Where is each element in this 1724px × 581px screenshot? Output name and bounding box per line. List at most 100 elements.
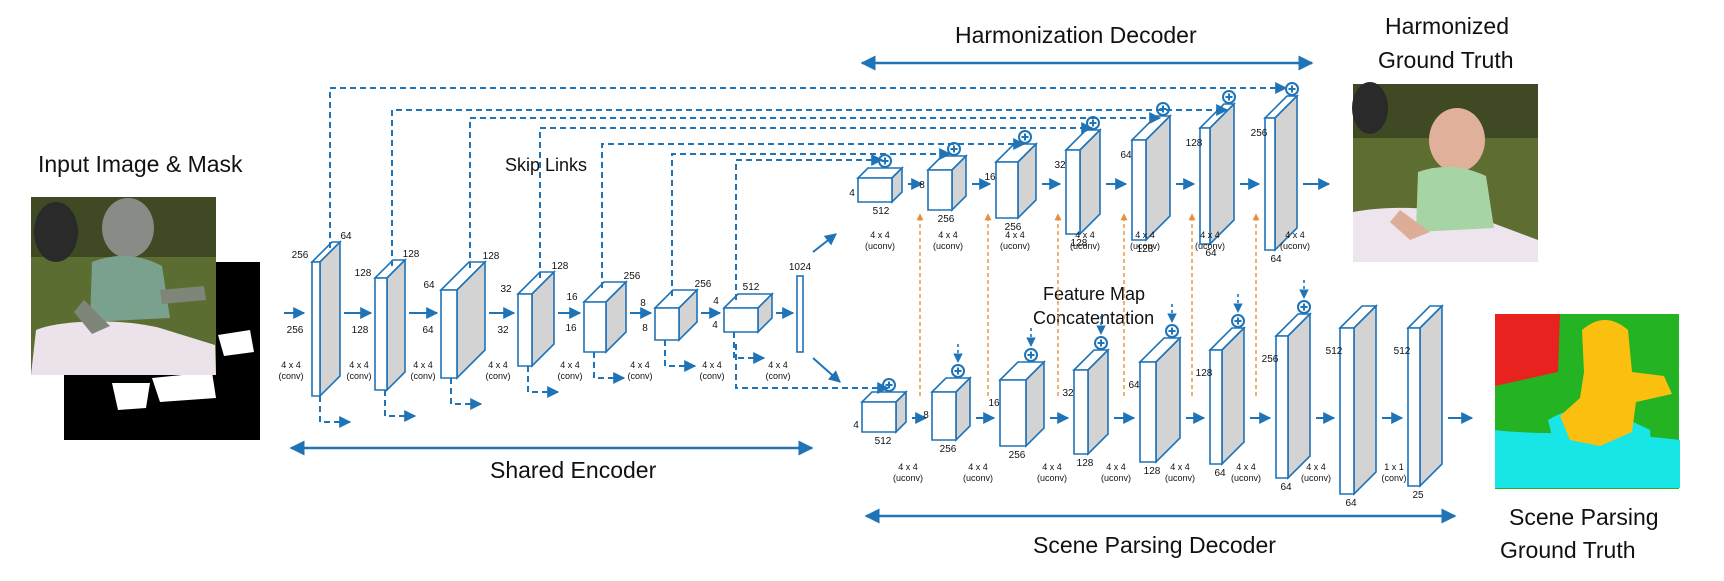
bottleneck-channel-label: 1024 xyxy=(789,262,812,273)
parsing-block-9-face xyxy=(1419,304,1443,488)
harmonization-op-sub-3: (uconv) xyxy=(1000,241,1030,251)
parsing-op-label-4: 4 x 4 xyxy=(1106,462,1126,472)
harmonization-block-4 xyxy=(1064,128,1102,236)
parsing-block-7-face xyxy=(1275,335,1289,479)
parsing-op-sub-6: (uconv) xyxy=(1231,473,1261,483)
encoder-size-label-2: 128 xyxy=(355,268,372,279)
encoder-bottom-size-3: 64 xyxy=(422,325,434,336)
harmonized-title-line2: Ground Truth xyxy=(1378,47,1514,73)
encoder-bottom-size-5: 16 xyxy=(565,323,577,334)
harmonization-block-6-face xyxy=(1209,102,1235,246)
encoder-block-5 xyxy=(582,280,628,354)
skip-link-1 xyxy=(329,82,1288,248)
encoder-block-4 xyxy=(516,270,556,368)
encoder-block-2-face xyxy=(374,277,388,391)
harmonization-channel-label-4: 128 xyxy=(1071,238,1088,249)
encoder-op-label-3: 4 x 4 xyxy=(413,360,433,370)
parsing-block-7-face xyxy=(1287,312,1311,480)
branch-arrow-up xyxy=(812,233,837,253)
parsing-size-label-8: 512 xyxy=(1326,346,1343,357)
encoder-block-6 xyxy=(653,288,699,342)
feature-map-label-line2: Concatentation xyxy=(1033,308,1154,328)
encoder-size-label-4: 32 xyxy=(500,284,512,295)
harmonization-block-7 xyxy=(1263,94,1299,252)
encoder-size-label-1: 256 xyxy=(292,250,309,261)
encoder-channel-label-1: 64 xyxy=(340,231,352,242)
encoder-block-2 xyxy=(373,258,407,392)
scene-parsing-ground-truth-image xyxy=(1495,314,1680,489)
encoder-op-label-5: 4 x 4 xyxy=(560,360,580,370)
skip-link-3 xyxy=(469,112,1162,268)
encoder-block-3-face xyxy=(440,289,458,379)
harmonization-block-7-face xyxy=(1264,117,1276,251)
parsing-op-sub-5: (uconv) xyxy=(1165,473,1195,483)
parsing-size-label-1: 4 xyxy=(853,420,859,431)
harmonization-channel-label-5: 128 xyxy=(1137,244,1154,255)
harmonization-channel-label-2: 256 xyxy=(938,214,955,225)
harmonization-channel-label-3: 256 xyxy=(1005,222,1022,233)
parsing-channel-label-5: 128 xyxy=(1144,466,1161,477)
encoder-skip-stub-7 xyxy=(733,332,766,364)
encoder-op-sub-2: (conv) xyxy=(346,371,371,381)
encoder-block-4-face xyxy=(517,293,533,367)
parsing-size-label-9: 512 xyxy=(1394,346,1411,357)
parsing-size-label-2: 8 xyxy=(923,410,929,421)
parsing-size-label-7: 256 xyxy=(1262,354,1279,365)
parsing-block-8-face xyxy=(1339,327,1355,495)
harmonization-op-label-2: 4 x 4 xyxy=(938,230,958,240)
harmonization-op-label-4: 4 x 4 xyxy=(1075,230,1095,240)
parsing-size-label-5: 64 xyxy=(1128,380,1140,391)
harmonization-block-6-face xyxy=(1199,127,1211,245)
parsing-op-label-6: 4 x 4 xyxy=(1236,462,1256,472)
parsing-block-7 xyxy=(1274,312,1312,480)
feature-map-label-line1: Feature Map xyxy=(1043,284,1145,304)
encoder-block-3 xyxy=(439,260,487,380)
harmonization-block-5-face xyxy=(1131,139,1147,241)
scene-parsing-title-line1: Scene Parsing xyxy=(1509,504,1659,530)
parsing-op-label-2: 4 x 4 xyxy=(968,462,988,472)
harmonization-op-label-5: 4 x 4 xyxy=(1135,230,1155,240)
parsing-channel-label-3: 256 xyxy=(1009,450,1026,461)
shared-encoder-title: Shared Encoder xyxy=(490,457,657,483)
encoder-block-1-face xyxy=(319,240,341,398)
parsing-channel-label-9: 25 xyxy=(1412,490,1424,501)
harmonization-op-label-7: 4 x 4 xyxy=(1285,230,1305,240)
parsing-block-4-face xyxy=(1073,369,1089,455)
parsing-block-6-face xyxy=(1209,349,1223,465)
branch-arrow-down xyxy=(812,357,841,383)
skip-links-label: Skip Links xyxy=(505,155,587,175)
harmonization-size-label-3: 16 xyxy=(984,172,996,183)
parsing-op-label-8: 1 x 1 xyxy=(1384,462,1404,472)
parsing-size-label-6: 128 xyxy=(1196,368,1213,379)
input-title: Input Image & Mask xyxy=(38,151,243,177)
input-size-label: 256 xyxy=(287,325,304,336)
parsing-block-1-face xyxy=(861,401,897,433)
encoder-skip-stub-2 xyxy=(384,390,417,422)
encoder-skip-stub-4 xyxy=(527,366,560,398)
harmonized-title-line1: Harmonized xyxy=(1385,13,1509,39)
harmonization-size-label-6: 128 xyxy=(1186,138,1203,149)
encoder-block-2-face xyxy=(386,258,406,392)
parsing-op-sub-8: (conv) xyxy=(1381,473,1406,483)
encoder-channel-label-2: 128 xyxy=(403,249,420,260)
encoder-block-6-face xyxy=(654,307,680,341)
parsing-op-label-7: 4 x 4 xyxy=(1306,462,1326,472)
parsing-channel-label-8: 64 xyxy=(1345,498,1357,509)
encoder-bottom-size-4: 32 xyxy=(497,325,509,336)
encoder-block-1 xyxy=(310,240,342,398)
bottleneck-layer xyxy=(796,275,804,353)
parsing-op-sub-2: (uconv) xyxy=(963,473,993,483)
encoder-op-sub-4: (conv) xyxy=(485,371,510,381)
parsing-channel-label-6: 64 xyxy=(1214,468,1226,479)
harmonization-block-6 xyxy=(1198,102,1236,246)
skip-link-2 xyxy=(391,104,1229,266)
parsing-block-5 xyxy=(1138,336,1182,464)
encoder-skip-stub-5 xyxy=(593,352,626,384)
bottleneck-op-label: 4 x 4 xyxy=(768,360,788,370)
parsing-size-label-3: 16 xyxy=(988,398,1000,409)
skip-link-parsing xyxy=(735,344,890,394)
encoder-size-label-7: 4 xyxy=(713,296,719,307)
parsing-op-label-3: 4 x 4 xyxy=(1042,462,1062,472)
encoder-size-label-5: 16 xyxy=(566,292,578,303)
harmonization-channel-label-6: 64 xyxy=(1205,248,1217,259)
